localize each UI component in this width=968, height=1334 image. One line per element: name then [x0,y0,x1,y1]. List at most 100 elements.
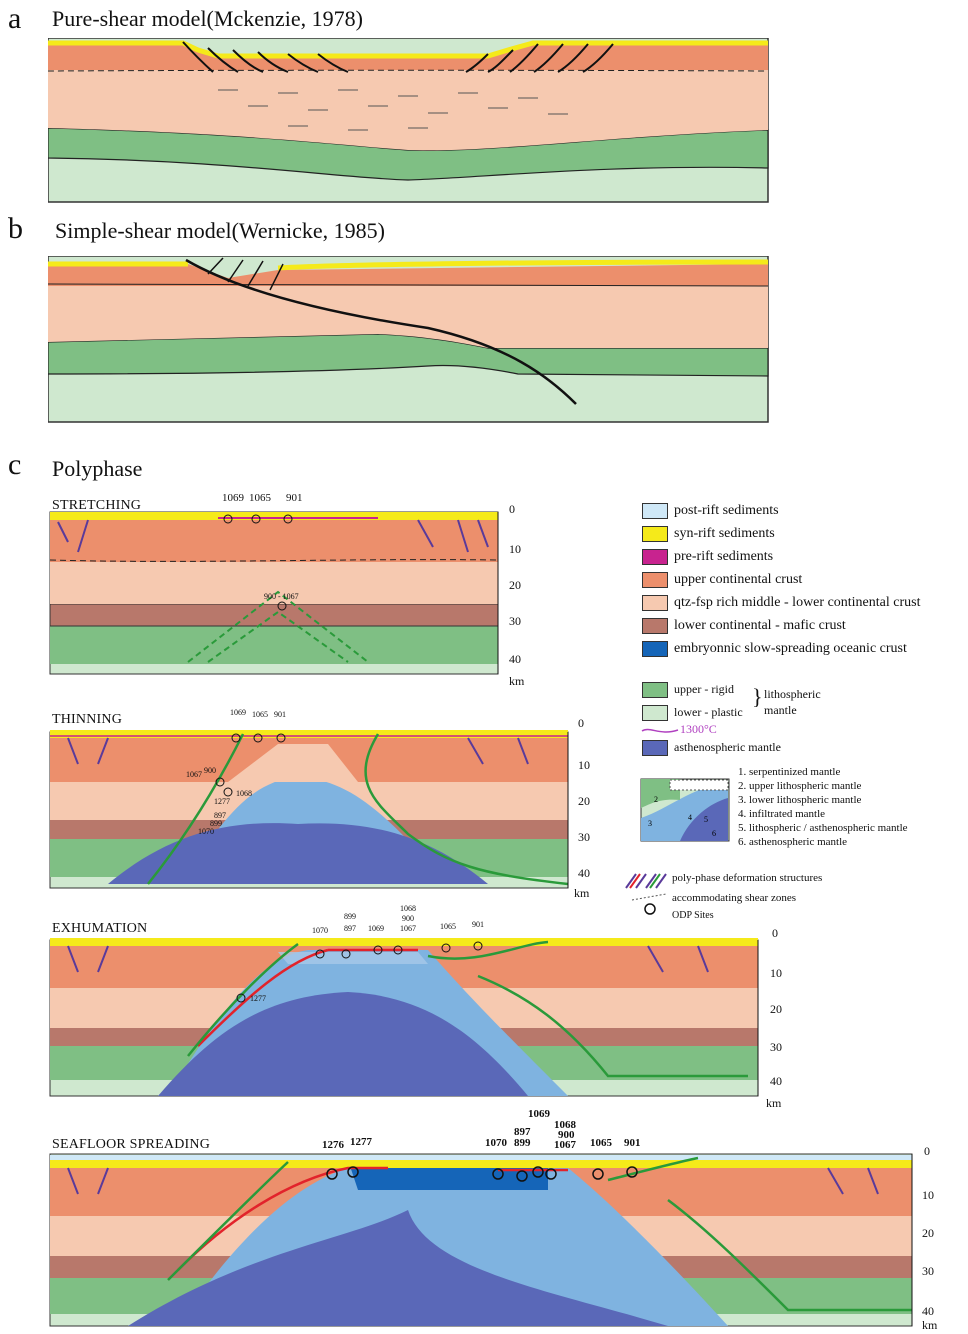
legend-label: pre-rift sediments [674,549,774,565]
legend-label: post-rift sediments [674,503,779,519]
site-label: 897 [214,811,226,820]
site-label: 1277 [350,1136,372,1148]
mantle-type: 5. lithospheric / asthenospheric mantle [738,822,908,834]
swatch-icon [642,572,668,588]
depth-tick: 40 [578,866,590,880]
svg-text:4: 4 [688,813,692,822]
site-label: 1067 [400,924,416,933]
site-label: 1068 [400,904,416,913]
stage-seafloor-title: SEAFLOOR SPREADING [52,1137,211,1152]
panel-a-title: Pure-shear model(Mckenzie, 1978) [52,6,363,31]
mantle-type: 2. upper lithospheric mantle [738,780,862,792]
site-label: 1065 [440,922,456,931]
panel-a-letter: a [8,2,22,35]
pure-shear-diagram [48,38,769,203]
exhumation-section [49,938,759,1097]
site-label: 1067 [554,1139,576,1151]
site-label: 1069 [368,924,384,933]
site-label: 900 [558,1129,575,1141]
depth-tick: 30 [509,614,521,628]
depth-tick: 10 [578,758,590,772]
lithospheric-mantle-label: lithospheric mantle [764,687,821,717]
legend-label: upper - rigid [674,682,734,696]
swatch-icon [642,682,668,699]
stretching-section [49,511,499,675]
legend-lower-plastic: lower - plastic [642,705,743,722]
swatch-icon [642,740,668,757]
site-label: 1070 [312,926,328,935]
depth-tick: 30 [770,1040,782,1054]
site-label: 1069 [230,708,246,717]
depth-tick: 10 [922,1188,934,1202]
stage-exhumation-title: EXHUMATION [52,921,148,936]
site-label: 1069 [528,1108,550,1120]
panel-c-letter: c [8,448,22,481]
svg-text:6: 6 [712,829,716,838]
mantle-type: 3. lower lithospheric mantle [738,794,862,806]
legend-label: embryonnic slow-spreading oceanic crust [674,641,907,657]
depth-tick: 20 [922,1226,934,1240]
site-label: 899 [344,912,356,921]
site-label: 1070 [485,1137,507,1149]
legend-oceanic-crust: embryonnic slow-spreading oceanic crust [642,641,907,657]
legend-label: lower - plastic [674,705,743,719]
depth-unit: km [509,674,525,688]
site-label: 900 - 1067 [264,592,299,601]
structures-label: poly-phase deformation structures [672,872,823,884]
legend-label: syn-rift sediments [674,526,775,542]
depth-tick: 30 [578,830,590,844]
swatch-icon [642,595,668,611]
swatch-icon [642,641,668,657]
site-label: 1276 [322,1139,344,1151]
site-label: 1069 [222,492,244,504]
legend-mafic-crust: lower continental - mafic crust [642,618,846,634]
site-label: 900 [402,914,414,923]
brace-icon: } [752,684,763,709]
legend-upper-rigid: upper - rigid [642,682,734,699]
depth-tick: 0 [924,1144,930,1158]
depth-tick: 0 [578,716,584,730]
seafloor-spreading-section [49,1153,913,1327]
site-label: 1068 [236,789,252,798]
stage-stretching-title: STRETCHING [52,498,142,513]
site-label: 1067 [186,770,202,779]
mantle-type: 6. asthenospheric mantle [738,836,848,848]
svg-text:3: 3 [648,819,652,828]
shear-zones-label: accommodating shear zones [672,892,797,904]
site-label: 1070 [198,827,214,836]
mantle-types-list: 1. serpentinized mantle 2. upper lithosp… [738,765,908,849]
site-label: 899 [210,819,222,828]
legend-syn-rift: syn-rift sediments [642,526,775,542]
legend-label: asthenospheric mantle [674,740,781,754]
depth-tick: 20 [770,1002,782,1016]
legend-pre-rift: pre-rift sediments [642,549,773,565]
site-label: 1068 [554,1119,576,1131]
site-label: 901 [472,920,484,929]
stage-thinning-title: THINNING [52,712,123,727]
depth-tick: 30 [922,1264,934,1278]
site-label: 1065 [252,710,268,719]
site-label: 1065 [590,1137,612,1149]
site-label: 899 [514,1137,531,1149]
thinning-section [49,730,569,889]
panel-b-title: Simple-shear model(Wernicke, 1985) [55,218,385,243]
swatch-icon [642,503,668,519]
depth-tick: 0 [772,926,778,940]
depth-unit: km [574,886,590,900]
site-label: 1277 [250,994,266,1003]
legend-label: upper continental crust [674,572,803,588]
swatch-icon [642,549,668,565]
swatch-icon [642,705,668,722]
depth-unit: km [922,1318,938,1332]
depth-tick: 20 [509,578,521,592]
site-label: 901 [286,492,303,504]
svg-text:2: 2 [654,795,658,804]
panel-c-title: Polyphase [52,456,143,481]
panel-b-letter: b [8,212,23,245]
legend-label: lower continental - mafic crust [674,618,846,634]
site-label: 1065 [249,492,271,504]
legend-post-rift: post-rift sediments [642,503,779,519]
simple-shear-diagram [48,256,769,423]
legend-upper-crust: upper continental crust [642,572,802,588]
